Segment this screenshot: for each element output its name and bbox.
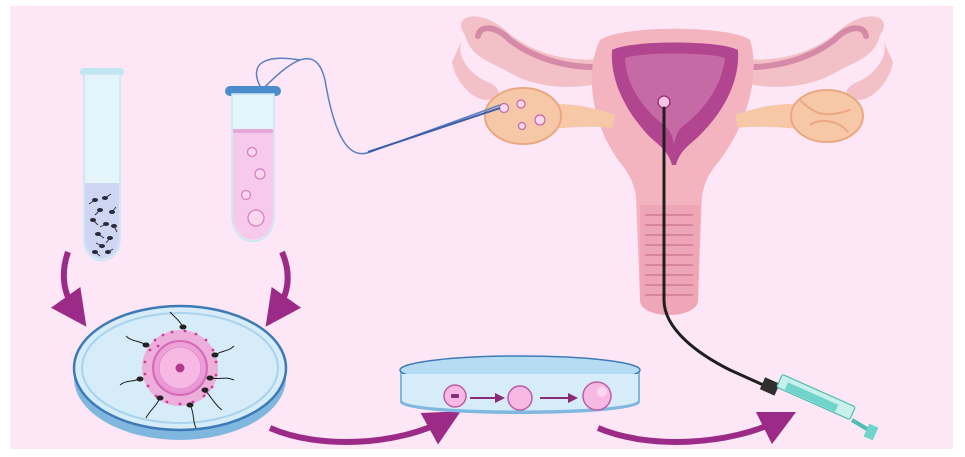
sperm-test-tube-icon [80, 68, 124, 261]
embryo-culture-dish-icon [400, 356, 640, 414]
fertilization-petri-dish-icon [74, 306, 286, 440]
